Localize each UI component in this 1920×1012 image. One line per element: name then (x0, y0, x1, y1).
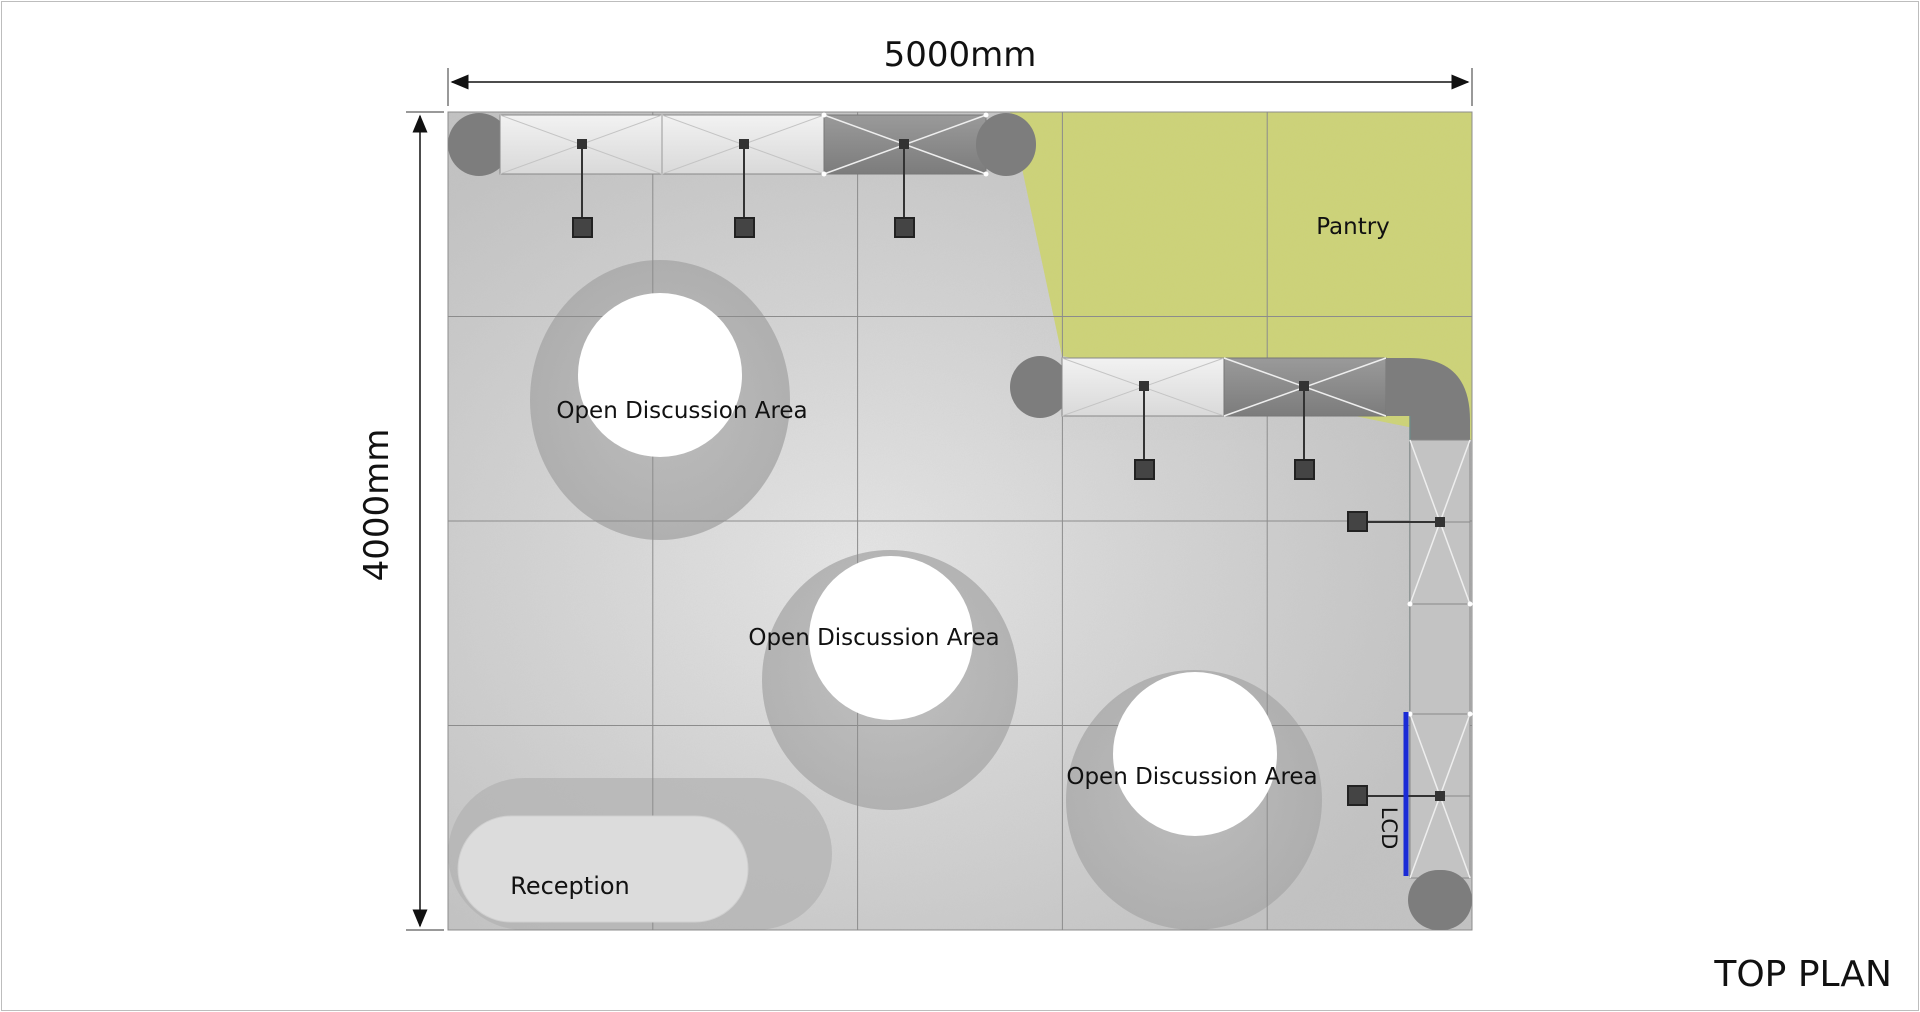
tables (578, 293, 1277, 836)
discussion-area-2-label: Open Discussion Area (748, 625, 999, 651)
table-discussion-1 (578, 293, 742, 457)
height-dimension-label: 4000mm (357, 429, 397, 582)
middle-wall-spotlights (1134, 381, 1315, 480)
reception-counter (457, 815, 749, 923)
right-wall (1407, 416, 1473, 930)
top-wall (448, 112, 1036, 177)
dimension-height (406, 111, 444, 931)
discussion-area-3-label: Open Discussion Area (1066, 764, 1317, 790)
lcd-label: LCD (1377, 807, 1401, 850)
width-dimension-label: 5000mm (884, 35, 1037, 75)
discussion-area-1-label: Open Discussion Area (556, 398, 807, 424)
plan-title: TOP PLAN (1713, 954, 1892, 995)
table-discussion-2 (809, 556, 973, 720)
top-wall-spotlights (572, 139, 915, 238)
dimension-width (447, 68, 1473, 106)
right-wall-spotlights (1347, 511, 1445, 806)
reception-label: Reception (510, 872, 630, 900)
table-discussion-3 (1113, 672, 1277, 836)
pantry-label: Pantry (1316, 214, 1390, 240)
